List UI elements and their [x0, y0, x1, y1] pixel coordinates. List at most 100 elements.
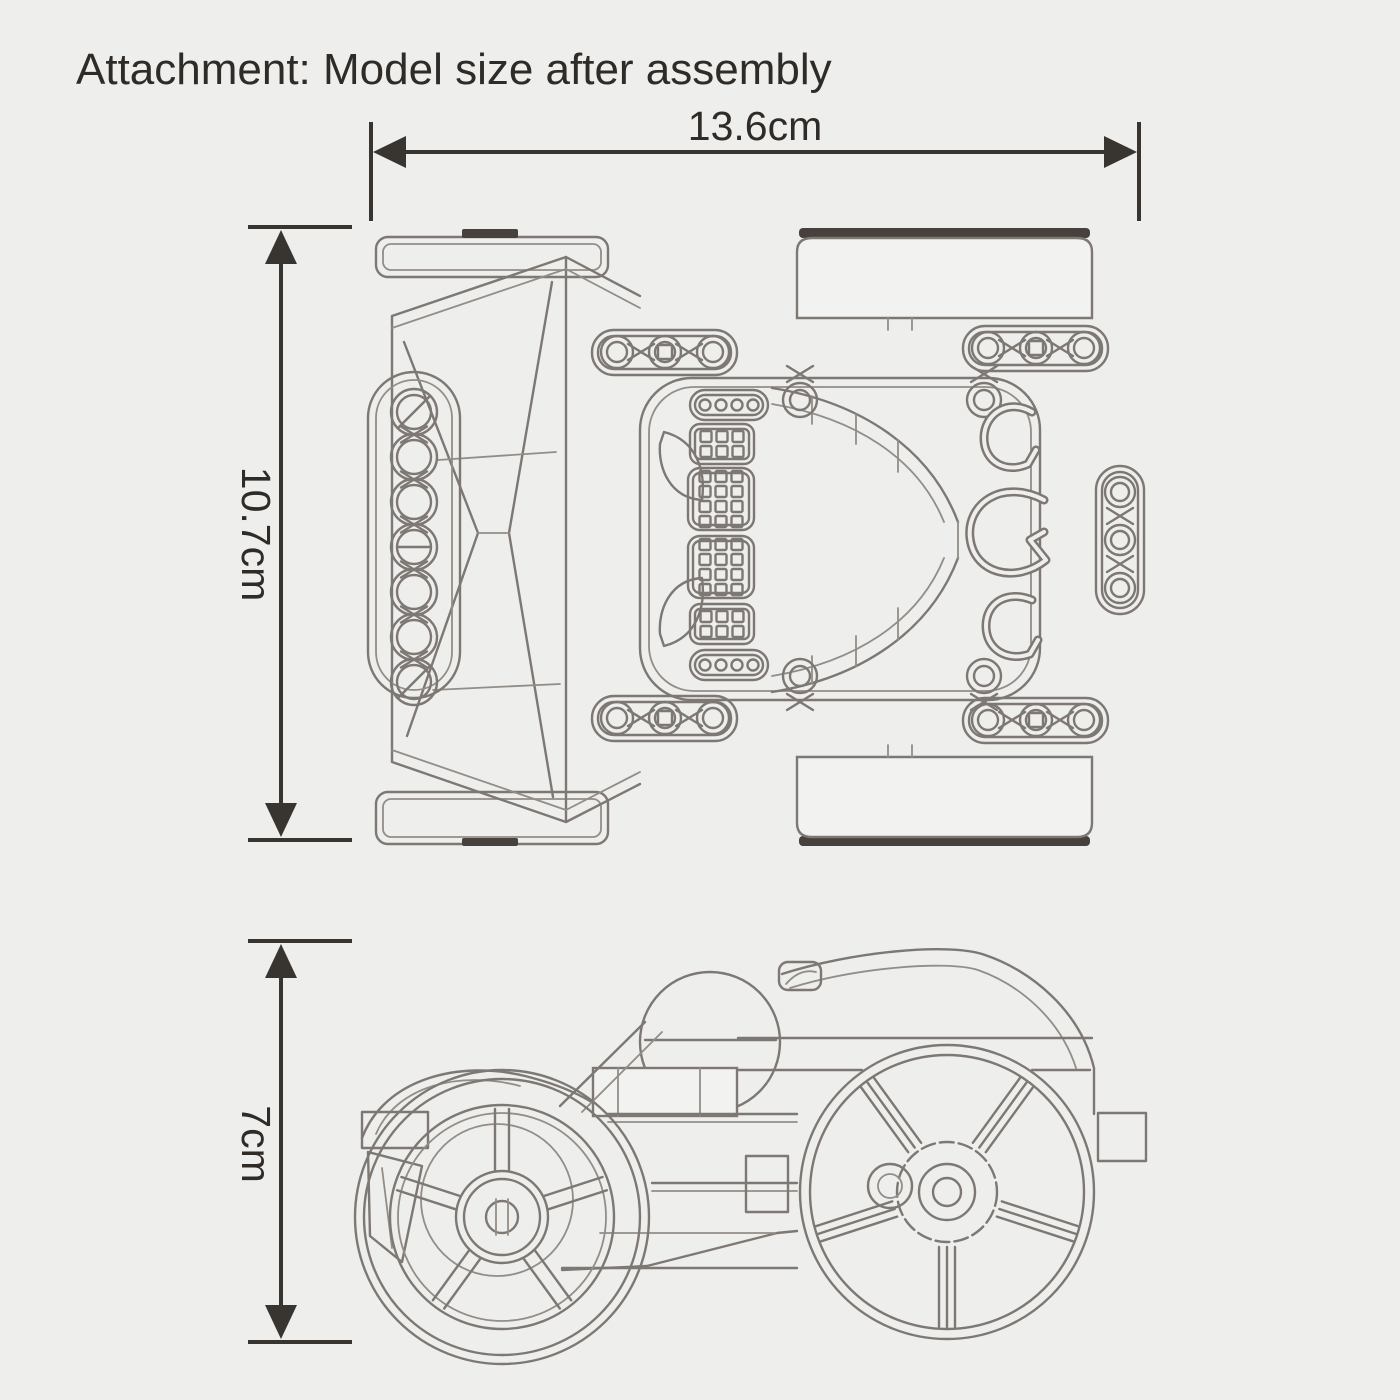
x-connector [626, 342, 656, 362]
width-label: 13.6cm [688, 103, 822, 149]
windshield-edge [564, 255, 642, 298]
stud [730, 484, 744, 499]
beam-hole [976, 708, 1000, 732]
stud-plate [688, 388, 770, 422]
stud [698, 484, 712, 499]
stud [746, 398, 760, 412]
spoke [493, 1107, 511, 1173]
motor-housing [420, 1123, 574, 1277]
beam-hole [970, 330, 1006, 366]
spoke [995, 1200, 1080, 1243]
pin [972, 664, 996, 688]
pin [788, 388, 812, 412]
stud [714, 537, 728, 552]
rear-beam [1094, 464, 1146, 616]
stud [714, 398, 728, 412]
stud [714, 499, 728, 514]
stud-plate [691, 539, 751, 595]
stud-plate [686, 466, 756, 532]
arrowhead-down [265, 803, 297, 837]
stud [698, 582, 712, 597]
beam-hole [1018, 702, 1054, 738]
rear-wheel [798, 1043, 1096, 1341]
dimension-top-height: 10.7cm [233, 225, 352, 842]
wheel-tab [462, 229, 518, 238]
x-connector [1045, 710, 1075, 730]
spoke [522, 1248, 573, 1310]
stud-plate [693, 607, 751, 641]
beam-hole [647, 334, 683, 370]
arrowhead-up [265, 944, 297, 978]
x-connector [969, 364, 999, 384]
wheel-tab [462, 838, 518, 846]
stud [730, 582, 744, 597]
spoke [395, 1175, 462, 1211]
beam-hole [1066, 702, 1102, 738]
axle-hole [656, 709, 674, 727]
beam-hole [599, 700, 635, 736]
beam-hole [695, 334, 731, 370]
x-connector [674, 342, 704, 362]
beam-hole [1024, 336, 1048, 360]
stud [730, 537, 744, 552]
stud [698, 469, 712, 484]
rear-deck-panels [770, 386, 960, 694]
beam-hole [389, 657, 439, 707]
wheel-pin [866, 1162, 914, 1210]
side-height-label: 7cm [233, 1105, 279, 1182]
arrowhead-right [1104, 136, 1137, 168]
stud-plate [693, 393, 765, 417]
beam-hole [1109, 481, 1131, 503]
page-title: Attachment: Model size after assembly [76, 45, 832, 94]
dimension-width: 13.6cm [369, 103, 1141, 221]
x-connector [1105, 554, 1135, 574]
beam-hole [970, 702, 1006, 738]
beam-hole [599, 334, 635, 370]
pin-slot [397, 395, 431, 429]
beam-hole [395, 618, 433, 656]
stud [731, 624, 745, 639]
stud-plate [693, 653, 765, 677]
front-bumper [360, 1110, 430, 1150]
canopy-base [591, 1066, 739, 1118]
rear-wheel-top [795, 228, 1094, 331]
stud [715, 444, 729, 459]
stud [714, 469, 728, 484]
axle-beam [590, 694, 739, 743]
front-wheel [353, 1068, 651, 1366]
stud [714, 484, 728, 499]
stud-plates [686, 388, 770, 682]
beam-hole [395, 483, 433, 521]
beam-hole [1103, 523, 1137, 557]
axle-beams [590, 324, 1110, 745]
x-connector [997, 338, 1027, 358]
beam-hole [1103, 571, 1137, 605]
stud [714, 514, 728, 529]
seat-back-swoosh [777, 948, 1096, 1116]
stud [699, 609, 713, 624]
beam-hole [653, 340, 677, 364]
c-clips [965, 402, 1051, 661]
side-view-drawing [353, 948, 1148, 1366]
spoke [971, 1076, 1035, 1154]
stud-plate [686, 534, 756, 600]
pin [781, 381, 819, 419]
axle-hole [656, 343, 674, 361]
stud [698, 658, 712, 672]
stud [730, 552, 744, 567]
spoke [431, 1248, 482, 1310]
beam-hole [647, 700, 683, 736]
top-height-label: 10.7cm [233, 467, 279, 601]
x-connector [785, 364, 815, 384]
beam-hole [1024, 708, 1048, 732]
beam-hole [605, 706, 629, 730]
stud [730, 567, 744, 582]
stud [698, 514, 712, 529]
stud [715, 609, 729, 624]
spoke [542, 1175, 609, 1211]
pin [965, 381, 1003, 419]
stud [746, 658, 760, 672]
beam-hole [1072, 336, 1096, 360]
